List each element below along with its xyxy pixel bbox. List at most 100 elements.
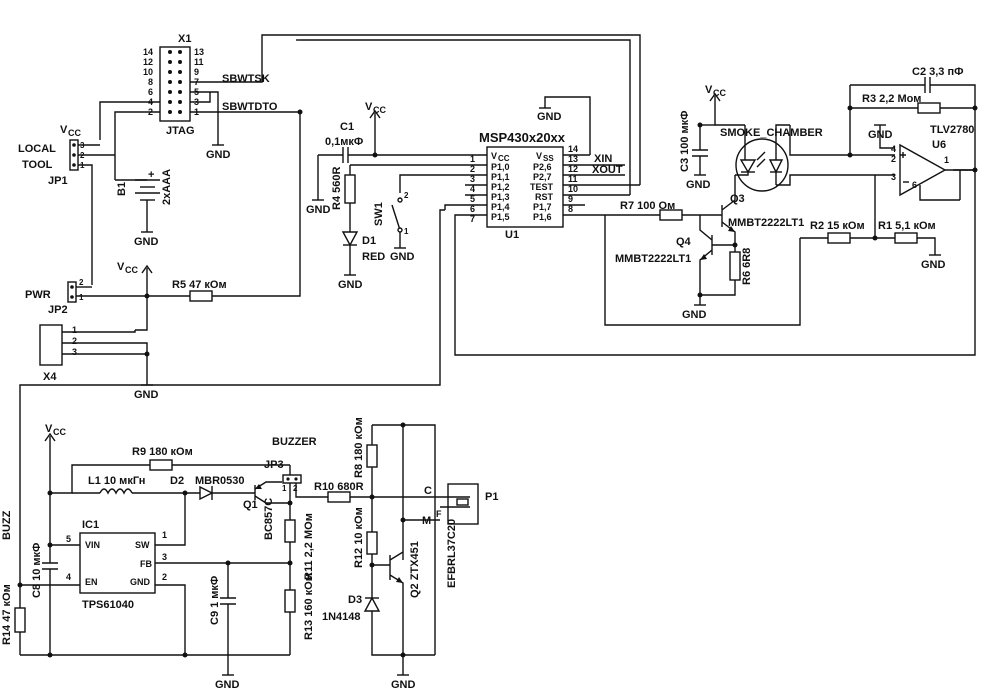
ic1-pin-5: 5 xyxy=(66,534,71,544)
u1-vcc-sub: CC xyxy=(498,154,510,163)
opamp-u6: C2 3,3 пФ R3 2,2 Мом TLV2780 U6 4 2 3 6 … xyxy=(604,66,976,326)
r5-label: R5 47 кОм xyxy=(172,279,227,291)
q4-label: Q4 xyxy=(676,236,692,248)
q2-label: Q2 ZTX451 xyxy=(409,541,421,598)
c1-value: 0,1мкФ xyxy=(325,136,363,148)
jtag-label: JTAG xyxy=(166,125,195,137)
d2-label: D2 xyxy=(170,475,184,487)
jp1-label: JP1 xyxy=(48,175,68,187)
u1-p10: P1,0 xyxy=(491,162,510,172)
jp2-vcc-label: V xyxy=(117,261,125,273)
jumper-jp2: V CC PWR JP2 2 1 R5 47 кОм xyxy=(25,112,301,331)
u1-pin-8: 8 xyxy=(568,204,573,214)
q1-label: Q1 xyxy=(243,499,258,511)
r14-label: R14 47 кОм xyxy=(1,584,13,645)
x1-pin-8: 8 xyxy=(148,77,153,87)
buzzer-supply: Q1 BC857C BUZZER JP3 1 2 R11 2,2 МОм R13… xyxy=(243,436,440,655)
q3-label: Q3 xyxy=(730,193,745,205)
input-network: V CC C1 0,1мкФ GND R4 560R D1 RED GND 2 … xyxy=(306,101,465,291)
p1-c-label: C xyxy=(424,485,432,497)
sbwtdto-label: SBWTDTO xyxy=(222,101,278,113)
d1-label: D1 xyxy=(362,235,376,247)
jtag-connector-x1: X1 14 12 10 8 6 4 2 13 11 9 7 5 3 1 JTAG… xyxy=(99,33,300,161)
u1-pin-1: 1 xyxy=(470,154,475,164)
x4-gnd-label: GND xyxy=(134,389,159,401)
sw1-pin-2: 2 xyxy=(404,191,409,200)
r6-label: R6 6R8 xyxy=(741,248,753,285)
b1-label: B1 xyxy=(116,182,128,196)
u1-pin-14: 14 xyxy=(568,144,578,154)
tool-label: TOOL xyxy=(22,159,53,171)
r11-label: R11 2,2 МОм xyxy=(303,513,315,580)
u6-pin-4: 4 xyxy=(891,144,896,154)
jp3-label: JP3 xyxy=(264,459,284,471)
u1-vss-text: V xyxy=(536,151,542,161)
battery-b1: + B1 2xAAA GND xyxy=(114,150,173,248)
sw1-gnd-label: GND xyxy=(390,251,415,263)
ic1-pin-1: 1 xyxy=(162,530,167,540)
u1-pin-11: 11 xyxy=(568,174,578,184)
ic1-pin-2: 2 xyxy=(162,572,167,582)
u1-pin-12: 12 xyxy=(568,164,578,174)
xin-label: XIN xyxy=(594,153,612,165)
c2-label: C2 3,3 пФ xyxy=(912,66,964,78)
d3-value: 1N4148 xyxy=(322,611,361,623)
u1-p26: P2,6 xyxy=(533,162,552,172)
x1-pin-6: 6 xyxy=(148,87,153,97)
p1-f-label: F xyxy=(436,509,442,519)
led-driver: R7 100 Ом Q3 MMBT2222LT1 Q4 MMBT2222LT1 … xyxy=(615,175,804,321)
q3-value: MMBT2222LT1 xyxy=(728,217,804,229)
buzz-label: BUZZ xyxy=(1,510,13,540)
p1-m-label: M xyxy=(422,515,431,527)
x4-pin-3: 3 xyxy=(72,347,77,357)
u1-pin-4: 4 xyxy=(470,184,475,194)
jp2-pin-1: 1 xyxy=(79,293,84,302)
q2-gnd-label: GND xyxy=(391,679,416,691)
x1-pin-12: 12 xyxy=(143,57,153,67)
ic1-value: TPS61040 xyxy=(82,599,134,611)
c3-vcc-label: V xyxy=(705,84,713,96)
ic1-label: IC1 xyxy=(82,519,99,531)
buzzer-driver: R8 180 кОм R12 10 кОм Q2 ZTX451 D3 1N414… xyxy=(322,417,498,691)
jp2-vcc-sub: CC xyxy=(125,265,138,275)
l1-label: L1 10 мкГн xyxy=(88,475,145,487)
r1-label: R1 5,1 кОм xyxy=(878,220,936,232)
c8-label: C8 10 мкФ xyxy=(31,543,43,598)
r7-label: R7 100 Ом xyxy=(620,200,675,212)
r2-label: R2 15 кОм xyxy=(810,220,865,232)
c1-vcc-sub: CC xyxy=(373,105,386,115)
smoke-label: SMOKE_CHAMBER xyxy=(720,127,823,139)
r3-label: R3 2,2 Мом xyxy=(862,93,921,105)
d2-value: MBR0530 xyxy=(195,475,245,487)
jp3-pin-1: 1 xyxy=(282,484,287,493)
d1-gnd-label: GND xyxy=(338,279,363,291)
u1-pin-10: 10 xyxy=(568,184,578,194)
q1-value: BC857C xyxy=(263,498,275,540)
u1-rst: RST xyxy=(535,192,554,202)
jp1-vcc-sub: CC xyxy=(68,128,81,138)
u1-pin-7: 7 xyxy=(470,214,475,224)
ic1-gnd: GND xyxy=(130,577,151,587)
r1-gnd-label: GND xyxy=(921,259,946,271)
x1-gnd-label: GND xyxy=(206,149,231,161)
jumper-jp1: V CC LOCAL TOOL JP1 3 2 1 xyxy=(18,124,115,285)
u1-pin-5: 5 xyxy=(470,194,475,204)
b1-value: 2xAAA xyxy=(161,169,173,205)
boost-vcc-sub: CC xyxy=(53,427,66,437)
d1-value: RED xyxy=(362,251,385,263)
r9-label: R9 180 кОм xyxy=(132,446,193,458)
c1-label: C1 xyxy=(340,121,354,133)
ic1-vin: VIN xyxy=(85,540,100,550)
u1-name: MSP430x20xx xyxy=(479,130,566,145)
x1-label: X1 xyxy=(178,33,191,45)
sw1-pin-1: 1 xyxy=(404,227,409,236)
q4-gnd-label: GND xyxy=(682,309,707,321)
x1-pin-13: 13 xyxy=(194,47,204,57)
ic1-pin-4: 4 xyxy=(66,572,71,582)
u6-label: U6 xyxy=(932,139,946,151)
u1-p13: P1,3 xyxy=(491,192,510,202)
x1-pin-10: 10 xyxy=(143,67,153,77)
buzzer-label: BUZZER xyxy=(272,436,317,448)
u6-gnd-label: GND xyxy=(868,129,893,141)
x1-pin-14: 14 xyxy=(143,47,153,57)
